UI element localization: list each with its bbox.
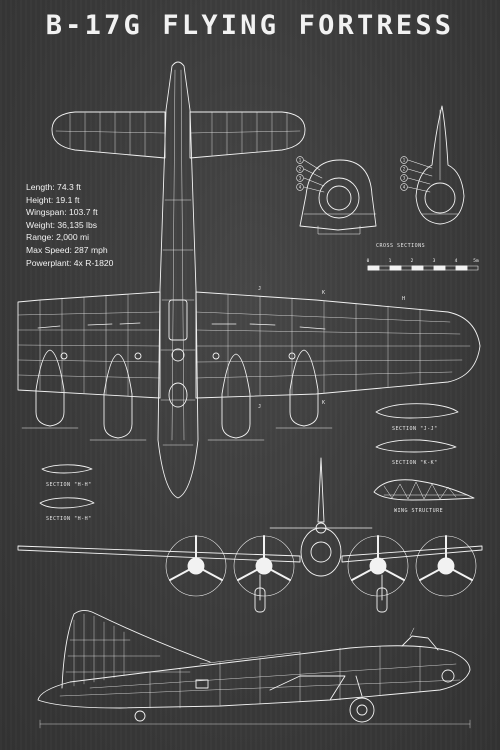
- callout-numbers: 1 2 3 4 1 2 3 4: [299, 158, 406, 190]
- fuselage-cross-section: [299, 159, 377, 231]
- callout-2b: 2: [403, 167, 406, 172]
- stabilizer-ribs: [55, 111, 301, 157]
- spec-wingspan: Wingspan: 103.7 ft: [26, 207, 98, 218]
- engine-nacelles: [21, 349, 333, 441]
- bomb-bay: [168, 299, 188, 341]
- section-kk-label: SECTION "K-K": [392, 460, 438, 466]
- callout-4a: 4: [299, 185, 302, 190]
- section-jj-label: SECTION "J-J": [392, 426, 438, 432]
- scale-tick-2: 2: [411, 258, 414, 264]
- side-view-airplane: [37, 609, 471, 729]
- main-wing: [17, 291, 481, 399]
- scale-tick-3: 3: [433, 258, 436, 264]
- front-wheel-right: [376, 587, 388, 613]
- top-fuselage: [157, 61, 199, 499]
- front-propellers: [165, 535, 477, 597]
- wing-structure-drawing: [373, 479, 475, 501]
- turret-top: [171, 348, 185, 362]
- front-landing-gear: [259, 574, 383, 601]
- poster-title: B-17G FLYING FORTRESS: [45, 10, 455, 41]
- front-fuselage: [300, 527, 342, 577]
- wing-flap-marks: [37, 322, 326, 330]
- cut-mark-j-bottom: J: [258, 404, 262, 410]
- cross-sections: 1 2 3 4 1 2 3 4 CROSS SECTIONS: [296, 105, 465, 249]
- airfoil-hh-1: [41, 464, 93, 474]
- side-window: [195, 679, 209, 689]
- front-wheel-left: [254, 587, 266, 613]
- side-tail-wheel: [134, 710, 146, 722]
- callout-1a: 1: [299, 158, 302, 163]
- side-antenna: [199, 627, 415, 665]
- scale-tick-5: 5m: [473, 258, 479, 264]
- cut-mark-h: H: [402, 296, 406, 302]
- airfoil-sections: SECTION "J-J" SECTION "K-K" WING STRUCTU…: [39, 403, 475, 522]
- side-panel-lines: [59, 645, 461, 709]
- airfoil-jj: [375, 403, 459, 419]
- side-nose-turret: [441, 669, 455, 683]
- top-view-airplane: J K H J K: [17, 61, 481, 499]
- scale-tick-0: 0: [367, 258, 370, 264]
- callout-1b: 1: [403, 158, 406, 163]
- callout-2a: 2: [299, 167, 302, 172]
- side-tail-fin: [61, 609, 211, 689]
- cross-sections-label: CROSS SECTIONS: [376, 243, 425, 249]
- front-view-airplane: [17, 457, 483, 613]
- airfoil-hh-2: [39, 497, 95, 509]
- scale-tick-4: 4: [455, 258, 458, 264]
- side-main-gear: [355, 675, 363, 697]
- scale-tick-1: 1: [389, 258, 392, 264]
- callout-3a: 3: [299, 176, 302, 181]
- side-cockpit: [401, 635, 439, 651]
- side-tail-ribs: [65, 613, 191, 687]
- cut-mark-k-top: K: [322, 290, 326, 296]
- horizontal-stabilizer: [51, 111, 306, 159]
- wing-panel-lines: [17, 293, 471, 397]
- scale-bar: 0 1 2 3 4 5m: [367, 258, 479, 271]
- cut-mark-j-top: J: [258, 286, 262, 292]
- airfoil-kk: [375, 439, 457, 453]
- side-wing-root: [269, 675, 346, 701]
- front-wing: [17, 545, 483, 563]
- tail-cross-section: [415, 105, 465, 225]
- spec-list: Length: 74.3 ft Height: 19.1 ft Wingspan…: [26, 181, 113, 269]
- wing-structure-label: WING STRUCTURE: [394, 508, 443, 514]
- callout-3b: 3: [403, 176, 406, 181]
- callout-4b: 4: [403, 185, 406, 190]
- spec-powerplant: Powerplant: 4x R-1820: [26, 257, 114, 268]
- callout-bubbles: [296, 156, 433, 193]
- side-dimension-line: [39, 719, 471, 729]
- cockpit: [168, 382, 188, 408]
- cut-mark-k-bottom: K: [322, 400, 326, 406]
- spec-height: Height: 19.1 ft: [26, 194, 80, 205]
- spec-length: Length: 74.3 ft: [26, 182, 81, 192]
- spec-max-speed: Max Speed: 287 mph: [26, 244, 108, 255]
- spec-range: Range: 2,000 mi: [26, 232, 90, 243]
- section-hh-label-1: SECTION "H-H": [46, 482, 92, 488]
- spec-weight: Weight: 36,135 lbs: [26, 219, 98, 230]
- front-vertical-tail: [317, 457, 325, 523]
- side-fuselage: [37, 645, 471, 709]
- section-hh-label-2: SECTION "H-H": [46, 516, 92, 522]
- side-main-wheel: [349, 697, 375, 723]
